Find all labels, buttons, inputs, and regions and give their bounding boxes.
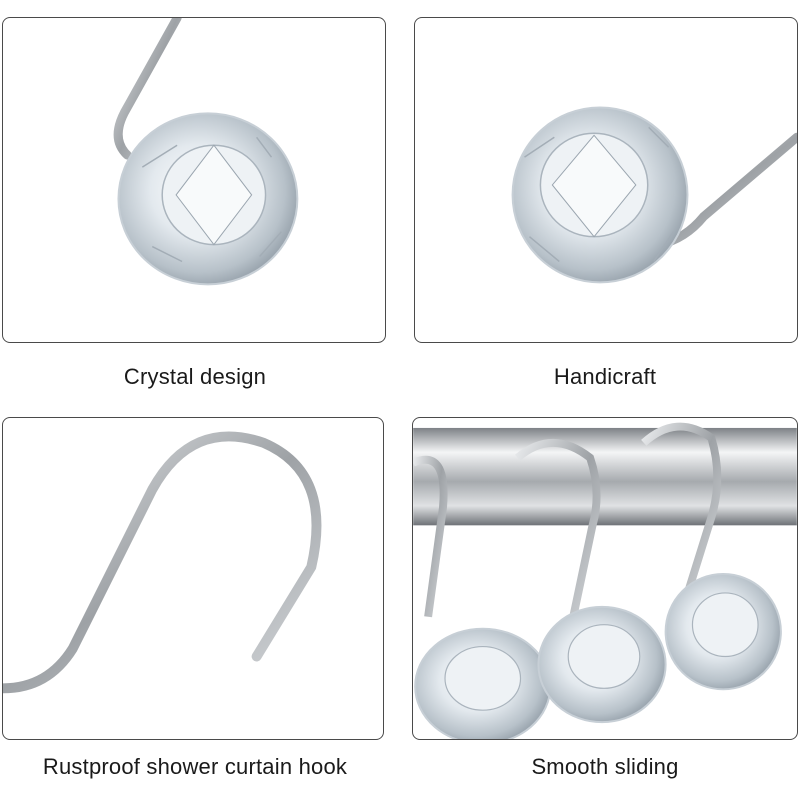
hooks-on-rod-illustration	[413, 422, 797, 739]
product-image-handicraft	[414, 17, 798, 343]
s-hook-illustration	[3, 431, 322, 694]
product-image-crystal-design	[2, 17, 386, 343]
product-image-s-hook	[2, 417, 384, 740]
caption-crystal-design: Crystal design	[123, 364, 267, 389]
caption-rustproof: Rustproof shower curtain hook	[42, 754, 348, 779]
crystal-hook-illustration	[113, 18, 299, 286]
product-image-hooks-on-rod	[412, 417, 798, 740]
caption-handicraft: Handicraft	[553, 364, 657, 389]
caption-smooth-sliding: Smooth sliding	[531, 754, 679, 779]
crystal-hook-illustration	[511, 106, 797, 284]
